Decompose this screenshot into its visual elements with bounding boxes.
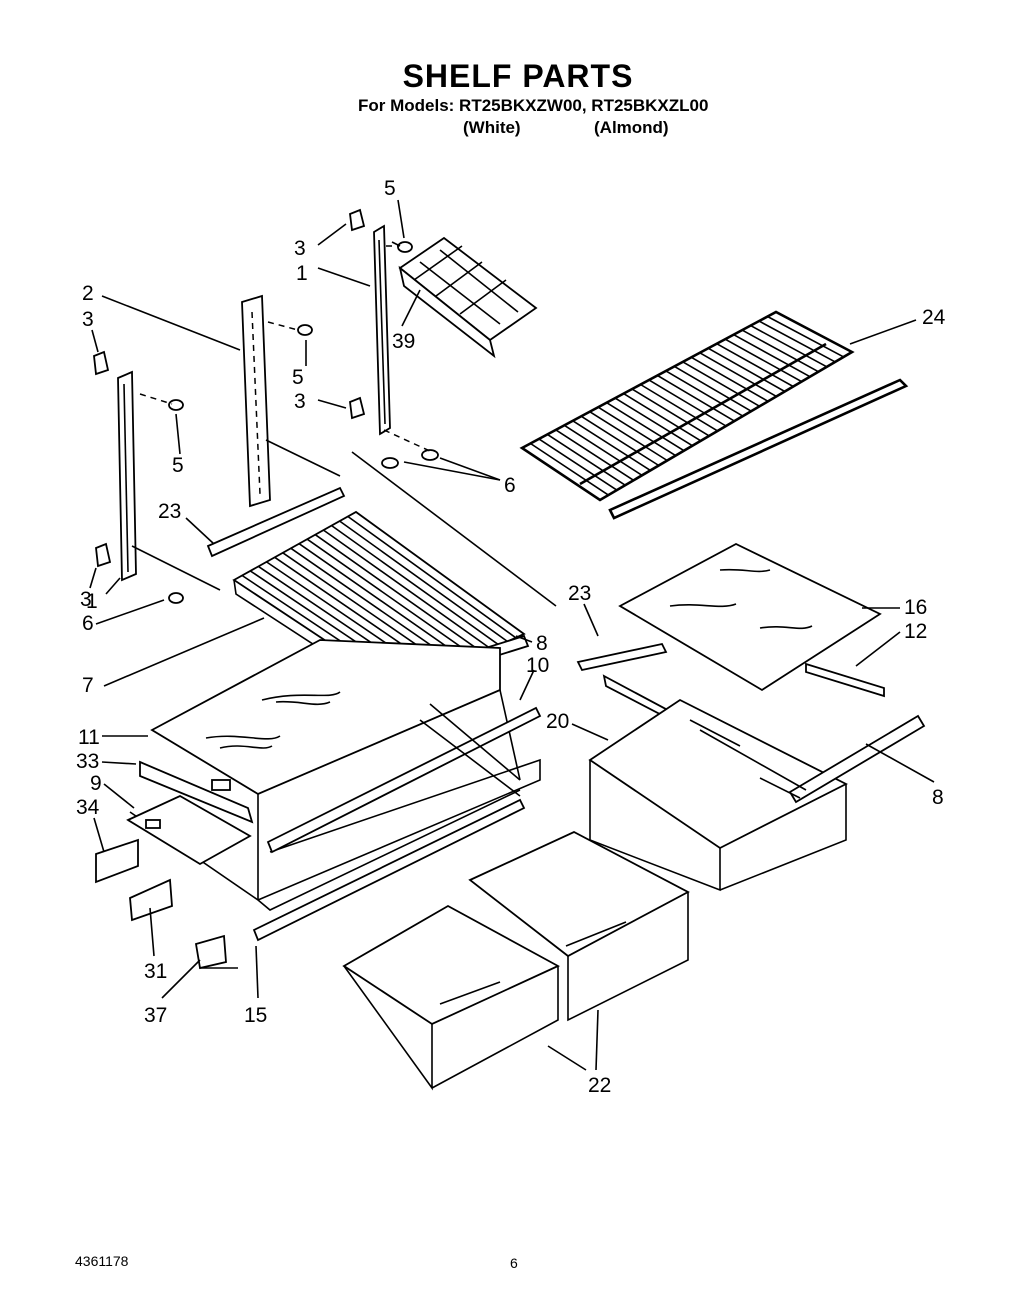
shelf-rail-left: [117, 370, 137, 582]
callout-24: 24: [922, 306, 946, 329]
color-white-label: (White): [463, 118, 521, 137]
callout-8-mid: 8: [536, 632, 548, 655]
crisper-cover: [150, 639, 521, 900]
page-number: 6: [510, 1255, 518, 1271]
callout-23-left: 23: [158, 500, 181, 523]
callout-2: 2: [82, 282, 94, 305]
callout-3-low: 3: [80, 588, 92, 611]
models-line: For Models: RT25BKXZW00, RT25BKXZL00: [358, 96, 709, 115]
callout-5-left: 5: [172, 454, 184, 477]
callout-10: 10: [526, 654, 549, 677]
callout-11: 11: [78, 726, 100, 749]
screw-left: [168, 399, 184, 411]
callout-20: 20: [546, 710, 569, 733]
bracket-left-top: [93, 350, 110, 376]
leader-lines: [89, 199, 935, 1071]
callout-6-low: 6: [82, 612, 94, 635]
screw-left-low: [168, 592, 184, 604]
bracket-upper: [349, 208, 366, 232]
callout-31: 31: [144, 960, 167, 983]
callout-5-top: 5: [384, 177, 396, 200]
screw-mid: [297, 324, 313, 336]
callout-39: 39: [392, 330, 415, 353]
callout-22: 22: [588, 1074, 611, 1097]
callout-16: 16: [904, 596, 927, 619]
bracket-mid: [349, 396, 366, 420]
shelf-rail-upper: [373, 224, 391, 436]
callout-9: 9: [90, 772, 102, 795]
callout-33: 33: [76, 750, 99, 773]
crisper-pan-left: [342, 904, 561, 1091]
wire-shelf: [519, 310, 909, 520]
callout-1-low: 1: [86, 590, 98, 613]
callout-23-right: 23: [568, 582, 591, 605]
callout-8-right: 8: [932, 786, 944, 809]
callout-3-top: 3: [294, 237, 306, 260]
callout-1-top: 1: [296, 262, 308, 285]
shelf-rail-middle: [241, 294, 271, 508]
screw-right-b: [421, 449, 439, 461]
callout-3-left: 3: [82, 308, 94, 331]
color-almond-label: (Almond): [594, 118, 669, 137]
right-crisper: [576, 542, 926, 892]
front-trim-assembly: [95, 760, 254, 970]
page-title: SHELF PARTS: [402, 58, 634, 94]
callout-5-mid: 5: [292, 366, 304, 389]
callout-12: 12: [904, 620, 927, 643]
callout-6-right: 6: [504, 474, 516, 497]
bracket-left-bottom: [95, 542, 112, 568]
callout-labels: 5 3 1 39 24 2 3 5 3 5 6 23 3 1 6 7 8 10 …: [76, 177, 946, 1097]
callout-7: 7: [82, 674, 94, 697]
callout-37: 37: [144, 1004, 167, 1027]
callout-34: 34: [76, 796, 100, 819]
callout-3-mid: 3: [294, 390, 306, 413]
document-part-number: 4361178: [75, 1253, 129, 1269]
screw-right-a: [381, 457, 399, 469]
ice-tray: [398, 236, 538, 359]
screw-upper: [391, 241, 413, 253]
callout-15: 15: [244, 1004, 267, 1027]
crisper-pan-right: [468, 830, 690, 1022]
